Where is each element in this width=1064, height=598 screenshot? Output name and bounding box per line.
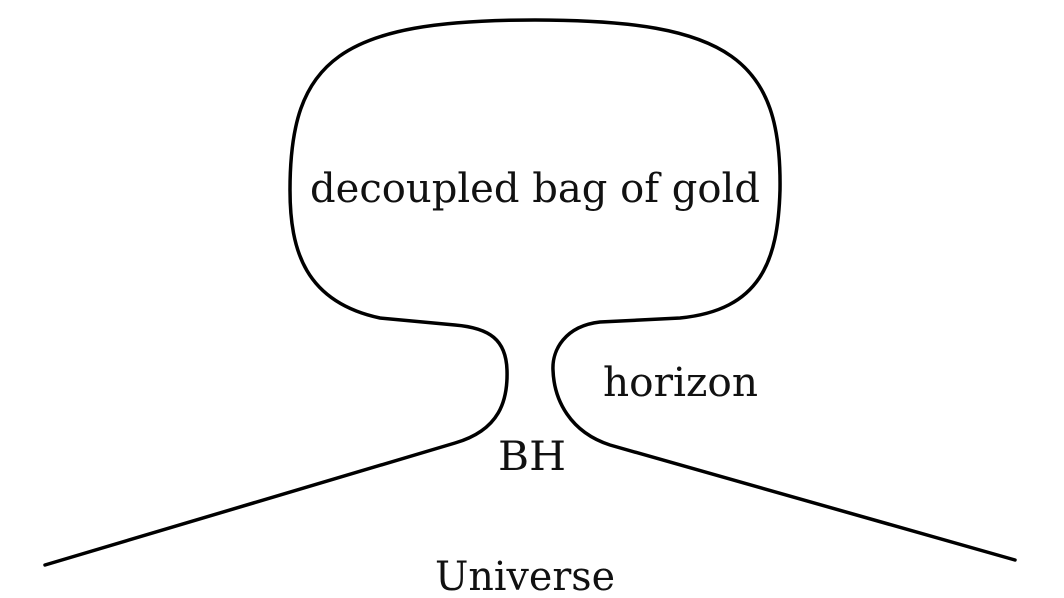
universe-label: Universe: [435, 554, 615, 598]
bh-label: BH: [498, 434, 566, 480]
bag-label: decoupled bag of gold: [310, 166, 760, 212]
spacetime-outline: [43, 18, 1017, 567]
horizon-label: horizon: [603, 360, 758, 406]
